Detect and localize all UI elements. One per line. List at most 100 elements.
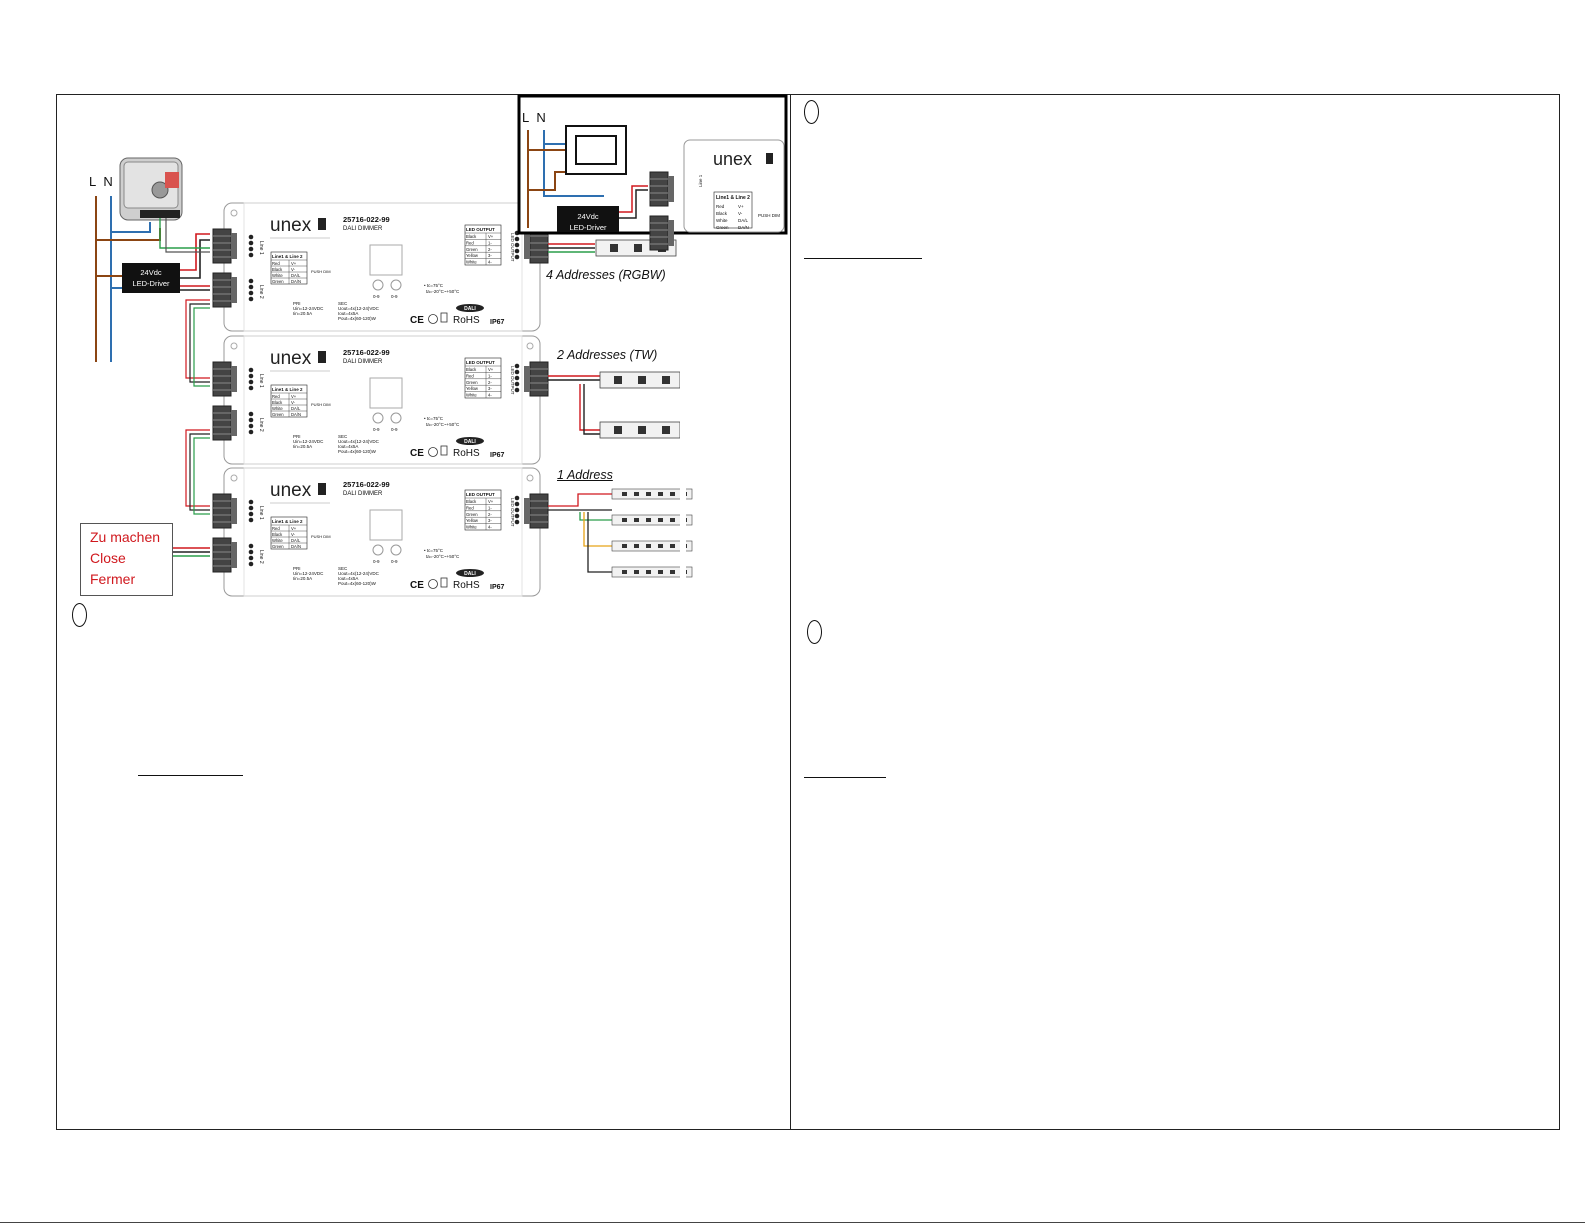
blank-circle-marker [72, 603, 87, 627]
line-table-cell: Green [272, 412, 284, 417]
svg-text:V-: V- [738, 211, 743, 216]
footer-rule [0, 1222, 1585, 1223]
spec-sec: SEC [338, 301, 348, 306]
address-knob-icon [372, 544, 384, 556]
output-table-cell: 3- [488, 518, 492, 523]
ce-mark: CE [410, 580, 424, 591]
line-table-cell: DA/L [291, 538, 301, 543]
line-table-cell: DA/N [291, 279, 301, 284]
output-table-cell: White [466, 393, 477, 398]
spec-pri-u: Uin=12-24VDC [293, 306, 324, 311]
ip-rating: IP67 [490, 452, 505, 459]
display-window [369, 244, 403, 276]
spec-sec-i: Iout=4x5A [338, 444, 358, 449]
address-knob-icon [372, 412, 384, 424]
terminator-en: Close [90, 550, 126, 566]
label-2-addresses: 2 Addresses (TW) [557, 348, 658, 362]
line-table-cell: Black [272, 532, 283, 537]
output-table-cell: 1- [488, 505, 492, 510]
column-divider [790, 94, 791, 1130]
push-dim-label: PUSH DIM [311, 269, 331, 274]
dali-logo-icon [456, 569, 484, 577]
spec-temp-tc: • tc=75°C [424, 283, 444, 288]
output-table-cell: Green [466, 247, 478, 252]
output-table-title: LED OUTPUT [466, 227, 495, 232]
ce-mark: CE [410, 448, 424, 459]
address-knob-icon [372, 279, 384, 291]
spec-pri-i: Iin=20.5A [293, 576, 312, 581]
brand-mark-icon [318, 351, 326, 363]
address-knob-icon [390, 544, 402, 556]
brand-logo: unex [270, 215, 312, 236]
ip-rating: IP67 [490, 584, 505, 591]
line2-label: Line 2 [258, 418, 264, 432]
rohs-mark: RoHS [453, 448, 480, 459]
weee-bin-icon [440, 312, 448, 323]
spec-pri-u: Uin=12-24VDC [293, 571, 324, 576]
line-table-cell: DA/L [291, 273, 301, 278]
line-table-cell: V+ [291, 261, 297, 266]
line-table-cell: Red [272, 394, 280, 399]
spec-sec-u: Uout=4x(12-24)VDC [338, 439, 380, 444]
output-table-title: LED OUTPUT [466, 360, 495, 365]
svg-text:DA/L: DA/L [738, 218, 749, 223]
inset-driver-label: LED-Driver [569, 223, 607, 232]
line-table-cell: Green [272, 544, 284, 549]
line-table-title: Line1 & Line 2 [272, 387, 303, 392]
output-table-cell: 2- [488, 247, 492, 252]
output-table-cell: 2- [488, 512, 492, 517]
svg-text:V+: V+ [738, 204, 744, 209]
output-table-cell: Black [466, 499, 477, 504]
cert-icon [428, 579, 438, 589]
knob-b-label: 0-9 [391, 294, 398, 299]
dali-logo-icon [456, 437, 484, 445]
spec-temp-tc: • tc=75°C [424, 416, 444, 421]
line1-label: Line 1 [258, 374, 264, 388]
inset-l-label: L [522, 110, 531, 125]
output-table-cell: Red [466, 373, 474, 378]
display-window [369, 509, 403, 541]
line2-label: Line 2 [258, 550, 264, 564]
line-table-cell: DA/N [291, 544, 301, 549]
output-table-cell: Black [466, 234, 477, 239]
output-side-label: LED OUTPUT [510, 233, 515, 262]
product-type: DALI DIMMER [343, 359, 383, 365]
output-table-cell: 1- [488, 240, 492, 245]
inset-driver-voltage: 24Vdc [577, 212, 599, 221]
spec-pri: PRI [293, 301, 301, 306]
blank-underline [804, 258, 922, 259]
svg-text:Line 1: Line 1 [698, 174, 703, 187]
knob-b-label: 0-9 [391, 427, 398, 432]
inset-n-label: N [536, 110, 548, 125]
mains-l-label: L [89, 174, 98, 189]
line1-label: Line 1 [258, 241, 264, 255]
spec-sec-p: Pout=4x(60-120)W [338, 449, 377, 454]
output-side-label: LED OUTPUT [510, 366, 515, 395]
rohs-mark: RoHS [453, 315, 480, 326]
blank-underline [804, 777, 886, 778]
spec-pri: PRI [293, 434, 301, 439]
output-table-cell: Green [466, 512, 478, 517]
brand-mark-icon [318, 483, 326, 495]
address-knob-icon [390, 412, 402, 424]
line-table-cell: Red [272, 526, 280, 531]
line-table-cell: White [272, 406, 283, 411]
output-table-cell: 4- [488, 393, 492, 398]
output-side-label: LED OUTPUT [510, 498, 515, 527]
inset-detail: 24Vdc LED-Driver unex Line 1 Line1 & Lin… [517, 94, 788, 251]
dali-logo-text: DALI [464, 571, 476, 577]
spec-temp-tc: • tc=75°C [424, 548, 444, 553]
spec-sec-i: Iout=4x5A [338, 576, 358, 581]
spec-sec: SEC [338, 566, 348, 571]
svg-text:Line1 & Line 2: Line1 & Line 2 [716, 195, 750, 201]
push-dim-label: PUSH DIM [311, 534, 331, 539]
inset-mains-label: L N [522, 110, 548, 125]
output-table-cell: 2- [488, 380, 492, 385]
line-table-cell: V+ [291, 526, 297, 531]
line-table-cell: DA/N [291, 412, 301, 417]
line-table-cell: V- [291, 532, 296, 537]
line-table-cell: Black [272, 267, 283, 272]
